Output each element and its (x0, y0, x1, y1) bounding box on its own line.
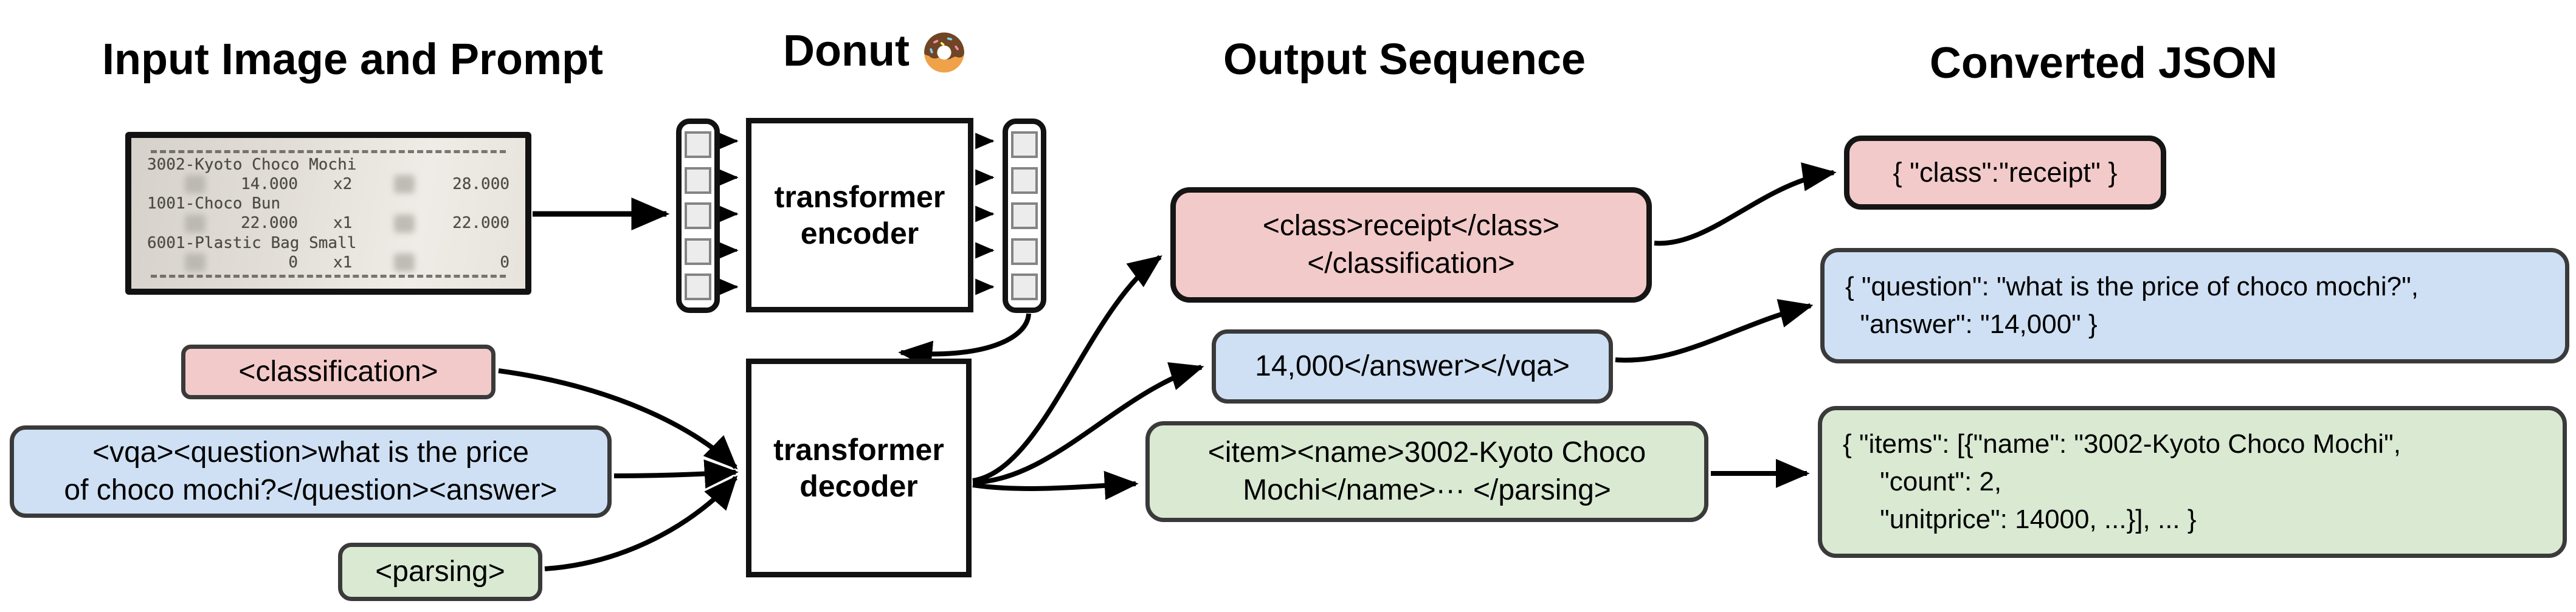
decoder-label-line1: transformer (773, 433, 944, 467)
json-parsing-line3: "unitprice": 14000, ...}], ... } (1843, 504, 2197, 534)
arrow-vqa-to-json (1615, 299, 1814, 363)
json-vqa-line2: "answer": "14,000" } (1845, 309, 2098, 339)
redaction-blob (394, 253, 415, 272)
prompt-parsing-text: <parsing> (375, 555, 505, 588)
prompt-vqa-line2: of choco mochi?</question><answer> (64, 474, 558, 506)
output-vqa-box: 14,000</answer></vqa> (1212, 329, 1613, 404)
receipt-qty: x1 (333, 253, 353, 272)
arrow-decoder-to-class-output (972, 255, 1162, 483)
encoded-embedding-column (1003, 119, 1046, 313)
heading-donut: Donut (717, 27, 1034, 75)
output-parsing-box: <item><name>3002-Kyoto Choco Mochi</name… (1145, 421, 1708, 522)
patch-square (685, 273, 711, 300)
output-vqa-text: 14,000</answer></vqa> (1255, 350, 1570, 382)
encoder-label-line1: transformer (774, 180, 945, 214)
redaction-blob (185, 175, 205, 194)
donut-emoji (924, 32, 964, 73)
receipt-price: 14.000 (241, 174, 298, 193)
patch-square (1011, 131, 1038, 158)
json-vqa-line1: { "question": "what is the price of choc… (1845, 272, 2419, 301)
patch-square (685, 202, 711, 229)
arrow-decoder-to-parsing-output (972, 470, 1139, 500)
patch-square (685, 238, 711, 265)
receipt-price: 22.000 (241, 214, 298, 233)
redaction-blob (394, 175, 415, 194)
output-classification-line2: </classification> (1307, 247, 1515, 280)
patch-square (1011, 238, 1038, 265)
prompt-classification-text: <classification> (238, 356, 438, 388)
prompt-vqa-line1: <vqa><question>what is the price (92, 436, 529, 469)
heading-converted-json: Converted JSON (1929, 39, 2278, 88)
output-parsing-line1: <item><name>3002-Kyoto Choco (1207, 436, 1646, 469)
output-parsing-line2: Mochi</name>··· </parsing> (1243, 474, 1611, 506)
receipt-item-name: 6001-Plastic Bag Small (147, 233, 357, 252)
arrow-embedding-to-decoder (898, 313, 1031, 370)
receipt-item-amounts: 22.000 x1 22.000 (147, 214, 509, 233)
prompt-parsing-box: <parsing> (338, 543, 542, 601)
receipt-total: 0 (500, 253, 509, 272)
patch-square (1011, 202, 1038, 229)
encoder-label-line2: encoder (800, 216, 919, 250)
json-parsing-line1: { "items": [{"name": "3002-Kyoto Choco M… (1843, 429, 2401, 459)
receipt-item-amounts: 14.000 x2 28.000 (147, 174, 509, 194)
patch-square (685, 167, 711, 194)
patch-square (1011, 167, 1038, 194)
receipt-qty: x1 (333, 214, 353, 233)
receipt-total: 22.000 (452, 214, 509, 233)
output-classification-line1: <class>receipt</class> (1262, 210, 1560, 242)
receipt-price: 0 (288, 253, 298, 272)
prompt-classification-box: <classification> (181, 345, 496, 399)
decoder-label-line2: decoder (799, 469, 918, 503)
json-parsing-line2: "count": 2, (1843, 467, 2002, 497)
input-patch-column (676, 119, 720, 313)
heading-input-image-and-prompt: Input Image and Prompt (102, 35, 604, 84)
heading-output-sequence: Output Sequence (1223, 35, 1586, 84)
heading-donut-label: Donut (783, 27, 910, 75)
receipt-item-name: 1001-Choco Bun (147, 194, 281, 213)
redaction-blob (394, 214, 415, 233)
redaction-blob (185, 253, 205, 272)
patch-square (1011, 273, 1038, 300)
receipt-separator (151, 274, 506, 278)
receipt-item-amounts: 0 x1 0 (147, 253, 509, 272)
json-vqa-box: { "question": "what is the price of choc… (1820, 248, 2569, 363)
transformer-encoder-box: transformer encoder (746, 118, 973, 312)
json-parsing-box: { "items": [{"name": "3002-Kyoto Choco M… (1818, 406, 2567, 558)
receipt-separator (151, 150, 506, 153)
prompt-vqa-box: <vqa><question>what is the price of choc… (10, 425, 612, 518)
receipt-qty: x2 (333, 174, 353, 193)
arrow-vqa-to-decoder (613, 459, 739, 489)
output-classification-box: <class>receipt</class> </classification> (1170, 187, 1652, 303)
patch-square (685, 131, 711, 158)
transformer-decoder-box: transformer decoder (746, 359, 972, 577)
receipt-total: 28.000 (452, 174, 509, 193)
json-classification-box: { "class":"receipt" } (1844, 136, 2166, 210)
receipt-image: 3002-Kyoto Choco Mochi 14.000 x2 28.000 … (125, 132, 531, 295)
redaction-blob (185, 214, 205, 233)
arrow-class-to-json (1654, 162, 1837, 246)
json-classification-text: { "class":"receipt" } (1893, 157, 2118, 188)
receipt-item-name: 3002-Kyoto Choco Mochi (147, 155, 357, 174)
